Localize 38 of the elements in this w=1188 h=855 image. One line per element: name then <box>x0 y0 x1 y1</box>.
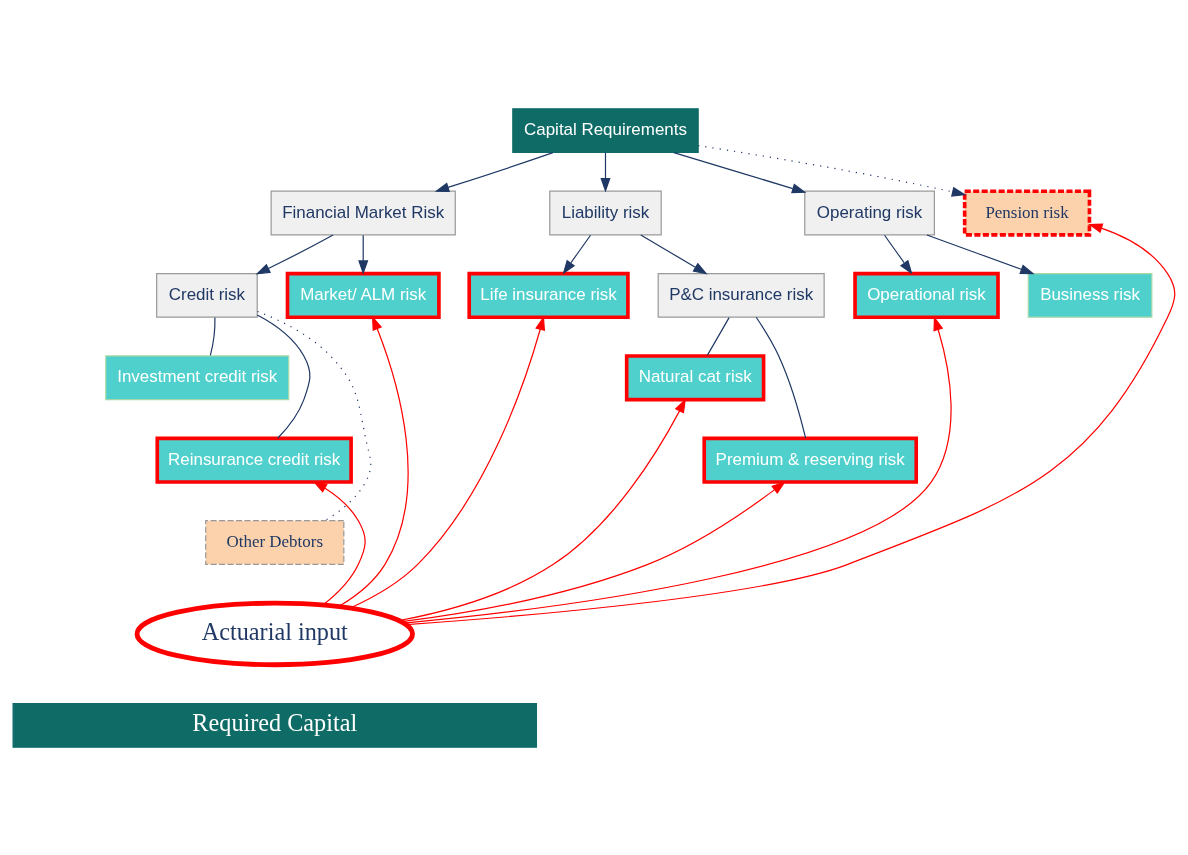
connector <box>706 316 730 356</box>
node-box: Financial Market Risk <box>270 190 456 235</box>
node-box: Life insurance risk <box>467 271 630 319</box>
arrow <box>926 233 1035 274</box>
node-box: Business risk <box>1027 272 1153 318</box>
arrow <box>255 233 334 275</box>
node-box: Capital Requirements <box>512 107 699 153</box>
arrow <box>600 151 611 192</box>
arrow <box>883 234 913 275</box>
arrow <box>358 234 369 275</box>
connector <box>256 313 311 439</box>
arrow <box>697 144 967 197</box>
node-box: Reinsurance credit risk <box>155 436 353 484</box>
arrow <box>337 315 409 607</box>
arrow <box>640 233 708 274</box>
arrow <box>401 480 786 622</box>
node-box: Natural cat risk <box>624 353 766 401</box>
node-box: Credit risk <box>156 272 258 318</box>
node-box: P&C insurance risk <box>657 272 825 318</box>
arrow <box>312 480 366 606</box>
node-box: Investment credit risk <box>105 354 290 400</box>
node-box: Premium & reserving risk <box>702 436 919 484</box>
connector <box>755 316 807 439</box>
node-ellipse: Actuarial input <box>134 600 415 667</box>
connector <box>209 316 216 356</box>
node-box: Operating risk <box>804 190 935 235</box>
node-box: Liability risk <box>549 190 662 235</box>
arrow <box>562 234 592 275</box>
node-box: Required Capital <box>12 702 538 748</box>
node-box: Other Debtors <box>205 519 345 565</box>
arrow <box>403 315 952 624</box>
node-box: Operational risk <box>853 271 1000 319</box>
node-box: Pension risk <box>962 188 1092 237</box>
node-box: Market/ ALM risk <box>285 271 441 319</box>
arrow <box>405 222 1176 625</box>
arrow <box>673 151 807 193</box>
connector <box>256 310 372 521</box>
arrow <box>434 151 554 192</box>
